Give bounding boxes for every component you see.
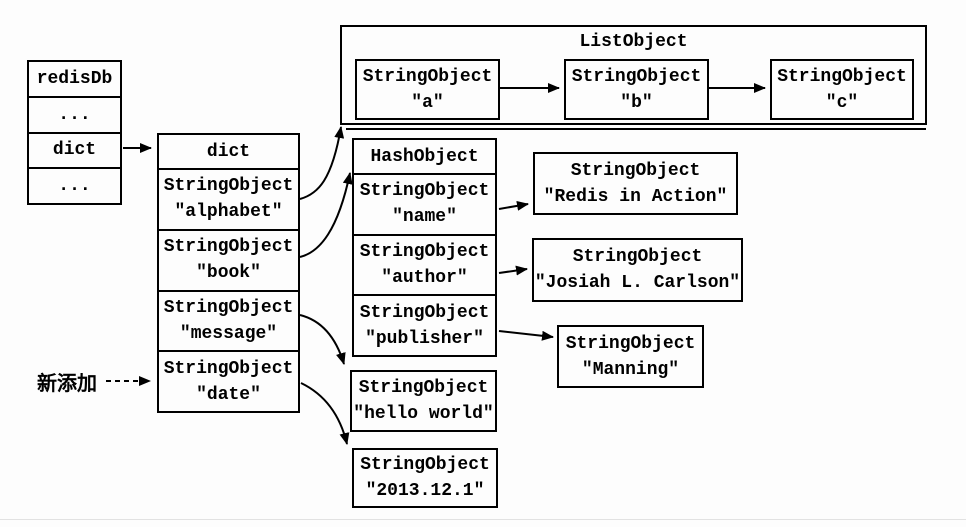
dict-title: dict <box>206 141 251 162</box>
object-type: StringObject <box>359 242 490 262</box>
object-type: StringObject <box>777 66 907 87</box>
object-type: StringObject <box>570 160 701 181</box>
arrow-publisher-to-manning <box>498 330 554 341</box>
object-value: "date" <box>196 384 261 405</box>
object-value: "Manning" <box>581 359 680 380</box>
object-value: "hello world" <box>353 404 494 424</box>
object-value: "c" <box>825 92 859 113</box>
object-value: "book" <box>196 263 261 284</box>
list-item-c: StringObject "c" <box>770 59 914 120</box>
object-value: "Josiah L. Carlson" <box>534 273 741 293</box>
scan-artifact-line <box>0 519 966 520</box>
arrow-author-to-carlson <box>498 265 528 276</box>
dict-table: dict StringObject "alphabet" StringObjec… <box>157 133 300 413</box>
object-value: "name" <box>392 207 457 228</box>
object-value: "message" <box>179 323 278 344</box>
object-type: StringObject <box>359 302 490 323</box>
string-hello-world: StringObject "hello world" <box>350 370 497 432</box>
string-josiah-l-carlson: StringObject "Josiah L. Carlson" <box>532 238 743 302</box>
object-type: StringObject <box>572 247 703 267</box>
redisdb-row-dict: dict <box>29 131 120 168</box>
object-value: "2013.12.1" <box>365 481 485 501</box>
object-type: StringObject <box>362 66 493 87</box>
object-type: StringObject <box>163 237 294 258</box>
redisdb-row-ellipsis-top: ... <box>29 95 120 132</box>
object-type: StringObject <box>163 297 294 318</box>
object-type: StringObject <box>565 333 696 354</box>
object-type: StringObject <box>163 176 294 197</box>
list-object-title: ListObject <box>579 32 688 52</box>
object-type: StringObject <box>358 378 489 398</box>
hash-object: HashObject StringObject "name" StringObj… <box>352 138 497 357</box>
dict-entry-book: StringObject "book" <box>159 228 298 290</box>
hash-object-title: HashObject <box>370 146 479 167</box>
dict-entry-alphabet: StringObject "alphabet" <box>159 168 298 229</box>
redisdb-row-ellipsis-bottom: ... <box>29 167 120 203</box>
list-object: ListObject StringObject "a" StringObject… <box>340 25 927 125</box>
string-manning: StringObject "Manning" <box>557 325 704 388</box>
object-value: "b" <box>620 92 653 113</box>
dict-entry-date: StringObject "date" <box>159 350 298 411</box>
hash-field-author: StringObject "author" <box>354 233 495 295</box>
list-object-double-stroke <box>346 128 926 130</box>
string-2013-12-1: StringObject "2013.12.1" <box>352 448 498 508</box>
hash-field-publisher: StringObject "publisher" <box>354 294 495 355</box>
list-item-a: StringObject "a" <box>355 59 500 120</box>
object-type: StringObject <box>571 66 702 87</box>
arrow-book-to-hashobject <box>299 172 353 258</box>
arrow-message-to-hello-world <box>299 314 346 365</box>
object-value: "Redis in Action" <box>543 186 728 207</box>
list-item-b: StringObject "b" <box>564 59 709 120</box>
arrow-date-to-2013-12-1 <box>300 382 350 445</box>
dict-entry-message: StringObject "message" <box>159 289 298 351</box>
object-value: "alphabet" <box>174 202 283 223</box>
object-value: "publisher" <box>365 328 484 349</box>
object-type: StringObject <box>360 455 490 475</box>
object-type: StringObject <box>163 358 294 379</box>
object-value: "a" <box>411 92 444 113</box>
new-addition-annotation: 新添加 <box>37 373 97 395</box>
object-value: "author" <box>381 268 468 288</box>
arrow-alphabet-to-listobject <box>299 126 345 200</box>
hash-field-name: StringObject "name" <box>354 173 495 234</box>
object-type: StringObject <box>359 181 490 202</box>
redisdb-table: redisDb ... dict ... <box>27 60 122 205</box>
string-redis-in-action: StringObject "Redis in Action" <box>533 152 738 215</box>
redisdb-title: redisDb <box>36 68 113 89</box>
arrow-name-to-redis-in-action <box>498 200 529 211</box>
